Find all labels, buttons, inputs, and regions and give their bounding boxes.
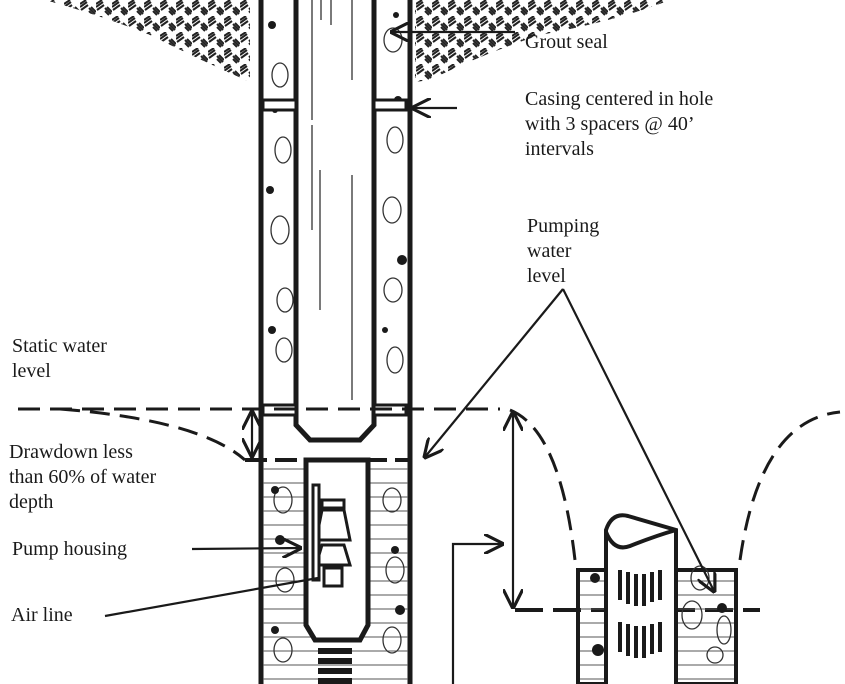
label-drawdown-line-3: depth bbox=[9, 491, 53, 513]
cone-of-depression-left bbox=[59, 407, 246, 462]
pumping-level-leader-left bbox=[425, 288, 564, 457]
label-drawdown-line-2: than 60% of water bbox=[9, 466, 157, 488]
ground-hatch-left bbox=[45, 0, 250, 82]
label-casing-line-3: intervals bbox=[525, 138, 594, 160]
label-pumping-line-2: water bbox=[527, 240, 572, 262]
pump-body bbox=[311, 483, 353, 588]
pump-intake bbox=[318, 648, 352, 684]
label-casing-line-1: Casing centered in hole bbox=[525, 88, 713, 110]
label-static-line-2: level bbox=[12, 360, 51, 382]
pump-housing-arrow bbox=[191, 548, 300, 549]
gravel-pack bbox=[270, 27, 404, 374]
cone-of-depression-far bbox=[738, 410, 841, 561]
label-static-line-1: Static water bbox=[12, 335, 107, 357]
borehole bbox=[258, 0, 413, 684]
ground-hatch-right bbox=[415, 0, 670, 82]
label-grout-seal: Grout seal bbox=[525, 31, 608, 53]
inset-casing bbox=[576, 513, 738, 684]
drawdown-pointer bbox=[451, 544, 502, 684]
label-air-line: Air line bbox=[11, 604, 73, 626]
label-pumping-line-1: Pumping bbox=[527, 215, 599, 237]
label-casing-line-2: with 3 spacers @ 40’ bbox=[525, 113, 695, 135]
label-pump-housing: Pump housing bbox=[12, 538, 127, 560]
label-drawdown-line-1: Drawdown less bbox=[9, 441, 133, 463]
casing bbox=[293, 0, 377, 443]
label-pumping-line-3: level bbox=[527, 265, 566, 287]
cone-of-depression-right bbox=[509, 408, 577, 561]
pumping-level-leader-right bbox=[562, 288, 714, 591]
air-line-arrow bbox=[104, 576, 319, 618]
casing-lines bbox=[311, 0, 353, 400]
screen-gravel bbox=[273, 486, 405, 663]
inset-slots bbox=[590, 570, 727, 658]
